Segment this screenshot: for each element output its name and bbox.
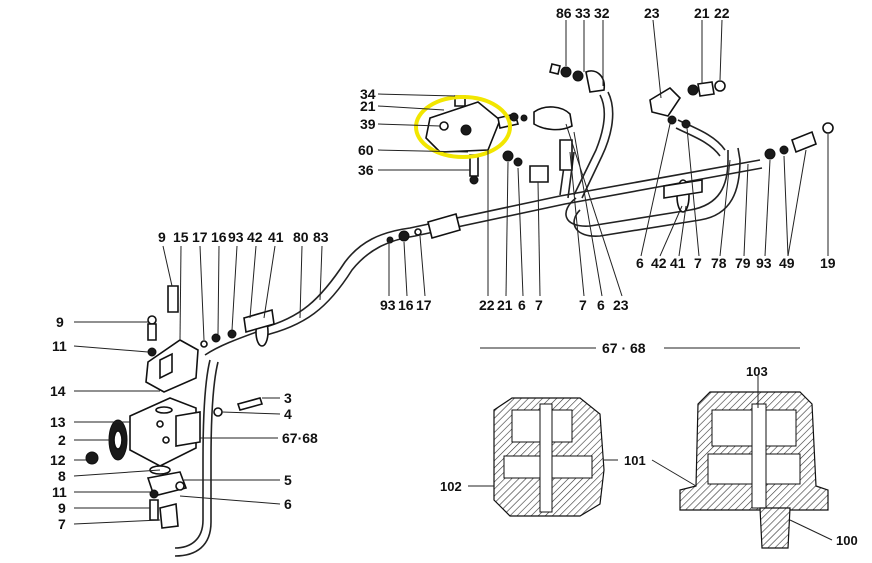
- callout-9-upper: 9: [158, 229, 166, 245]
- fitting-23-21-22: [649, 80, 726, 129]
- callout-7-mid-b: 7: [579, 297, 587, 313]
- callout-23-mid: 23: [613, 297, 629, 313]
- fitting-right-49-19: [764, 122, 834, 160]
- callout-33: 33: [575, 5, 591, 21]
- callout-42-upper: 42: [247, 229, 263, 245]
- callout-36: 36: [358, 162, 374, 178]
- callout-7-right: 7: [694, 255, 702, 271]
- pipe-clamp-42-41: [663, 179, 703, 213]
- callout-41-upper: 41: [268, 229, 284, 245]
- callout-16-mid: 16: [398, 297, 414, 313]
- callout-2: 2: [58, 432, 66, 448]
- bulkhead-connector: [200, 308, 275, 348]
- callout-93-right: 93: [756, 255, 772, 271]
- callout-100: 100: [836, 533, 858, 548]
- callout-67-68: 67·68: [282, 430, 318, 446]
- callout-78: 78: [711, 255, 727, 271]
- callout-49: 49: [779, 255, 795, 271]
- highlight-ring: [414, 95, 512, 159]
- callout-5: 5: [284, 472, 292, 488]
- callout-19: 19: [820, 255, 836, 271]
- callout-12: 12: [50, 452, 66, 468]
- pump-lower-bracket: [146, 465, 188, 529]
- callout-83: 83: [313, 229, 329, 245]
- callout-39: 39: [360, 116, 376, 132]
- callout-86: 86: [556, 5, 572, 21]
- callout-4: 4: [284, 406, 292, 422]
- callout-42-right: 42: [651, 255, 667, 271]
- callout-9-left: 9: [56, 314, 64, 330]
- fitting-86-33: [549, 63, 606, 93]
- callout-16-upper: 16: [211, 229, 227, 245]
- callout-32: 32: [594, 5, 610, 21]
- callout-13: 13: [50, 414, 66, 430]
- callout-93-upper: 93: [228, 229, 244, 245]
- callout-80: 80: [293, 229, 309, 245]
- callout-102: 102: [440, 479, 462, 494]
- callout-14: 14: [50, 383, 66, 399]
- callout-23: 23: [644, 5, 660, 21]
- pump-bracket: [145, 285, 199, 393]
- fuel-filter-93-16-17: [386, 150, 549, 244]
- callout-34: 34: [360, 86, 376, 102]
- callout-21-mid: 21: [497, 297, 513, 313]
- callout-21: 21: [360, 98, 376, 114]
- callout-93-mid: 93: [380, 297, 396, 313]
- callout-labels: 34 21 39 60 36 86 33 32 23 21 22 6 42 41…: [50, 5, 858, 548]
- callout-60: 60: [358, 142, 374, 158]
- callout-9-lower: 9: [58, 500, 66, 516]
- callout-17-mid: 17: [416, 297, 432, 313]
- callout-6-right: 6: [636, 255, 644, 271]
- callout-7-lower: 7: [58, 516, 66, 532]
- callout-7-mid: 7: [535, 297, 543, 313]
- callout-101: 101: [624, 453, 646, 468]
- callout-17-upper: 17: [192, 229, 208, 245]
- callout-79: 79: [735, 255, 751, 271]
- callout-8: 8: [58, 468, 66, 484]
- callout-6-mid: 6: [518, 297, 526, 313]
- callout-15: 15: [173, 229, 189, 245]
- callout-6-mid-b: 6: [597, 297, 605, 313]
- callout-41-right: 41: [670, 255, 686, 271]
- callout-103: 103: [746, 364, 768, 379]
- callout-11-left: 11: [52, 338, 67, 354]
- callout-6-lower: 6: [284, 496, 292, 512]
- callout-22-top: 22: [714, 5, 730, 21]
- callout-11-lower: 11: [52, 484, 67, 500]
- section-view: [480, 347, 829, 549]
- feed-pump: [85, 397, 264, 467]
- callout-22-mid: 22: [479, 297, 495, 313]
- section-title: 67 · 68: [602, 340, 646, 356]
- callout-21-top: 21: [694, 5, 710, 21]
- callout-3: 3: [284, 390, 292, 406]
- leader-lines: [73, 19, 833, 541]
